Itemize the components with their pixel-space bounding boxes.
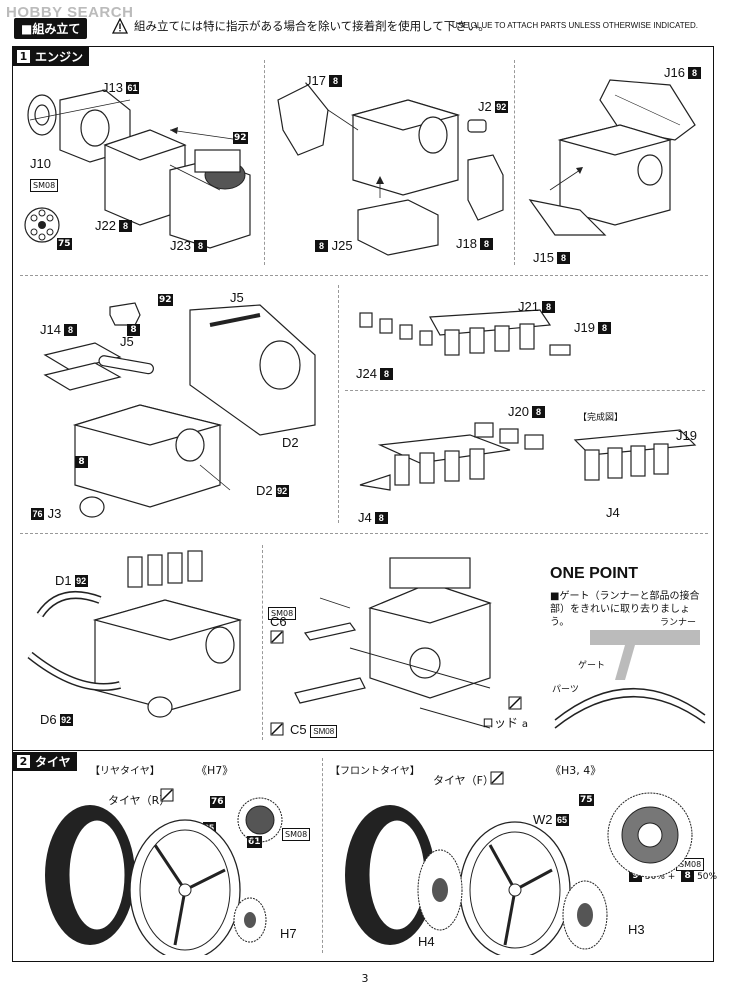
one-point-text: ■ゲート（ランナーと部品の接合部）をきれいに取り去りましょう。 xyxy=(550,591,700,628)
color-badge-92: 92 xyxy=(233,132,248,144)
part-label-d2-detail: D2 xyxy=(282,435,299,450)
assembly-title: ■組み立て xyxy=(14,18,88,39)
part-label-j5-detail: J5 xyxy=(230,290,244,305)
part-label-h7: H7 xyxy=(280,926,297,941)
sm08-tag: SM08 xyxy=(268,601,297,620)
completed-view-label: 【完成図】 xyxy=(578,413,624,423)
carburetor-rail-drawing xyxy=(359,309,571,356)
page-number: 3 xyxy=(361,972,369,985)
part-label-rod-a: ロッド a xyxy=(482,716,528,730)
divider xyxy=(322,758,323,953)
color-badge-75: 75 xyxy=(57,238,72,250)
color-badge-76: 76 xyxy=(210,796,225,808)
engine-cover-drawing xyxy=(528,79,696,236)
part-label-h3: H3 xyxy=(628,922,645,937)
engine-crankcase-drawing xyxy=(24,89,251,249)
part-label-j19-complete: J19 xyxy=(676,428,697,443)
instruction-frame xyxy=(12,46,714,962)
glue-instruction-en: USE GLUE TO ATTACH PARTS UNLESS OTHERWIS… xyxy=(452,21,698,30)
parts-label: パーツ xyxy=(552,685,579,695)
part-label-c5: C5 SM08 xyxy=(290,722,338,738)
h34-detail-title: 《H3, 4》 xyxy=(550,764,602,777)
color-badge-8: 8 xyxy=(72,450,88,469)
rear-wheel-drawing xyxy=(45,797,283,955)
color-badge-61: 61 xyxy=(247,836,262,848)
h7-detail-title: 《H7》 xyxy=(196,764,234,777)
color-badge-8: 8 xyxy=(124,318,140,337)
color-badge-92: 92 xyxy=(158,294,173,306)
carburetor-assembly-drawing xyxy=(359,422,697,491)
glue-instruction-jp: 組み立てには特に指示がある場合を除いて接着剤を使用して下さい。 xyxy=(134,19,490,33)
sm08-tag: SM08 xyxy=(30,173,59,192)
color-badge-75: 75 xyxy=(579,794,594,806)
sm08-tag: SM08 xyxy=(282,822,311,841)
divider xyxy=(514,60,515,265)
no-glue-icon xyxy=(508,696,522,710)
no-glue-icon xyxy=(270,630,284,644)
gate-removal-diagram xyxy=(554,630,706,729)
rear-tire-part-label: タイヤ（R） xyxy=(108,794,171,807)
runner-label: ランナー xyxy=(660,618,697,628)
divider xyxy=(20,533,708,534)
warning-triangle-icon xyxy=(112,18,128,34)
engine-assembly-drawing xyxy=(43,302,316,518)
part-label-j5: J5 xyxy=(120,334,134,349)
part-label-h4: H4 xyxy=(418,934,435,949)
divider xyxy=(262,545,263,740)
front-wheel-drawing xyxy=(345,792,693,955)
gate-label: ゲート xyxy=(578,661,606,671)
watermark: HOBBY SEARCH xyxy=(6,4,134,21)
part-label-j10: J10 xyxy=(30,156,51,171)
one-point-title: ONE POINT xyxy=(550,565,639,582)
engine-head-drawing xyxy=(277,84,504,256)
part-label-j3: 76 J3 xyxy=(31,506,62,521)
part-label-j25: 8 J25 xyxy=(312,238,353,253)
divider xyxy=(345,390,705,391)
part-label-j4-complete: J4 xyxy=(606,505,620,520)
front-tire-part-label: タイヤ（F） xyxy=(433,774,494,787)
engine-mount-drawing xyxy=(294,557,492,729)
no-glue-icon xyxy=(490,771,504,785)
no-glue-icon xyxy=(270,722,284,736)
divider xyxy=(338,285,339,523)
divider xyxy=(264,60,265,265)
engine-exhaust-drawing xyxy=(27,550,243,718)
no-glue-icon xyxy=(160,788,174,802)
section-separator xyxy=(12,750,714,751)
front-tire-label: 【フロントタイヤ】 xyxy=(330,766,420,777)
part-label-c6: C6 xyxy=(270,614,287,629)
rear-tire-label: 【リヤタイヤ】 xyxy=(90,766,160,777)
divider xyxy=(20,275,708,276)
